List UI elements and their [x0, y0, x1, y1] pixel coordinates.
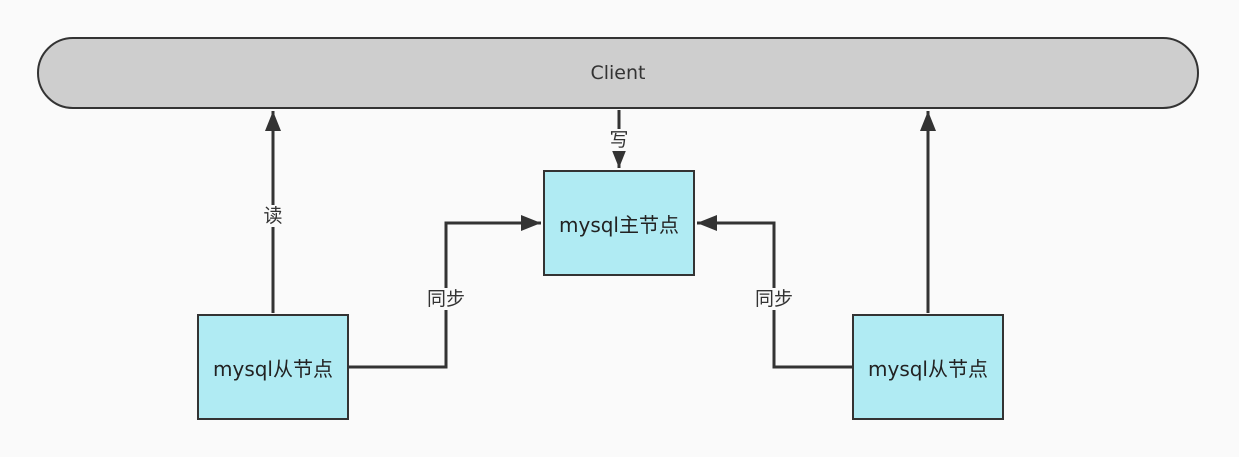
mysql-slave-node-right[interactable]: mysql从节点 — [852, 314, 1004, 420]
slave-left-label: mysql从节点 — [213, 356, 333, 381]
mysql-master-node[interactable]: mysql主节点 — [543, 170, 695, 276]
read-label: 读 — [262, 205, 284, 227]
sync-label-right: 同步 — [753, 288, 795, 310]
sync-label-left: 同步 — [425, 288, 467, 310]
client-node[interactable]: Client — [37, 37, 1199, 109]
mysql-slave-node-left[interactable]: mysql从节点 — [197, 314, 349, 420]
client-label: Client — [590, 62, 646, 84]
slave-right-label: mysql从节点 — [868, 356, 988, 381]
master-label: mysql主节点 — [559, 212, 679, 237]
write-label: 写 — [608, 129, 630, 151]
